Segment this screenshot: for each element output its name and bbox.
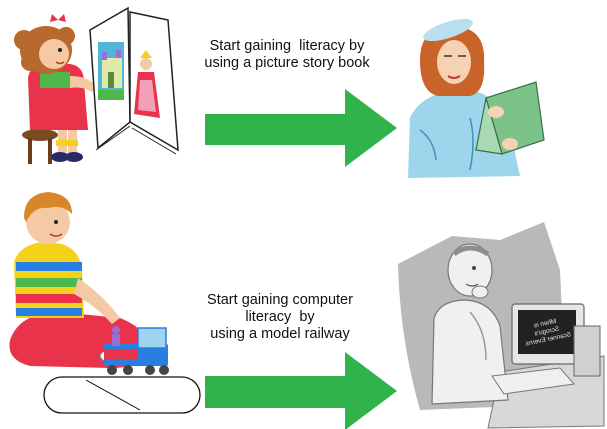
bottom-caption-line-1: Start gaining computer	[207, 292, 353, 308]
top-caption-line-2: using a picture story book	[204, 55, 370, 71]
girl-reading-picture-book-illustration	[14, 14, 96, 164]
bottom-caption: Start gaining computer literacy by using…	[170, 292, 390, 343]
bottom-caption-line-3: using a model railway	[210, 326, 350, 342]
monitor-text-line-1: Mhen is	[533, 318, 557, 330]
man-at-computer-illustration	[398, 222, 605, 429]
bottom-caption-line-2: literacy by	[245, 309, 315, 325]
woman-reading-book-illustration	[408, 18, 545, 178]
top-caption-line-1: Start gaining literacy by	[209, 38, 365, 54]
top-progress-arrow	[205, 89, 397, 167]
top-caption: Start gaining literacy by using a pictur…	[172, 38, 402, 72]
picture-story-book-illustration	[89, 6, 179, 155]
boy-with-model-railway-illustration	[9, 192, 201, 414]
bottom-progress-arrow	[205, 352, 397, 429]
